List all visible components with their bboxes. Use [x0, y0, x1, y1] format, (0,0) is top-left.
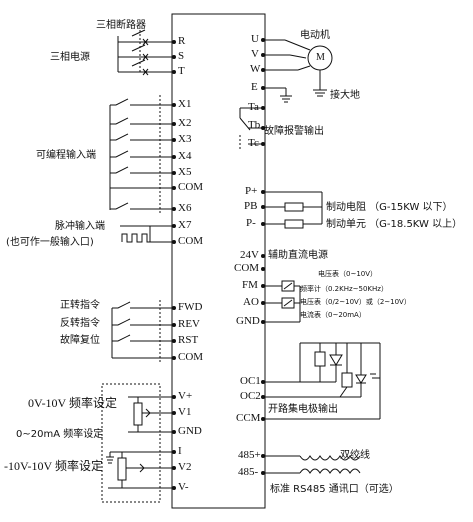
fwd-command-label: 正转指令 — [60, 300, 100, 311]
terminal-vminus: V- — [178, 481, 189, 493]
freqmeter-label: 频率计（0.2KHz~50KHz） — [300, 285, 388, 293]
terminal-pplus: P+ — [245, 185, 258, 197]
analog-input-wiring — [101, 383, 174, 503]
terminal-com-3: COM — [178, 351, 204, 363]
terminal-oc1: OC1 — [240, 375, 261, 387]
terminal-v2: V2 — [178, 461, 192, 473]
fault-relay-wiring — [239, 107, 265, 150]
terminal-ccm: CCM — [236, 412, 261, 424]
terminal-v1: V1 — [178, 406, 192, 418]
inverter-body — [171, 13, 266, 509]
power-label: 三相电源 — [50, 52, 90, 63]
twisted-pair-label: 双绞线 — [340, 450, 370, 461]
pulse-input-label: 脉冲输入端 — [55, 221, 105, 232]
rev-command-label: 反转指令 — [60, 318, 100, 329]
terminal-x2: X2 — [178, 117, 192, 129]
terminal-24v: 24V — [240, 249, 259, 261]
fault-output-label: 故障报警输出 — [264, 126, 324, 137]
breaker-label: 三相断路器 — [96, 20, 146, 31]
terminal-t: T — [178, 65, 185, 77]
pulse-input-note: (也可作一般输入口) — [6, 237, 94, 248]
voltage-setting-label: 0V-10V 频率设定 — [28, 396, 118, 410]
terminal-x1: X1 — [178, 98, 192, 110]
bipolar-setting-label: -10V-10V 频率设定 — [4, 459, 104, 473]
motor-wiring — [263, 39, 333, 103]
terminal-x6: X6 — [178, 202, 192, 214]
brake-wiring — [263, 191, 323, 229]
voltmeter-label: 电压表（0~10V） — [318, 270, 378, 278]
left-terminal-dots — [172, 40, 176, 490]
terminal-w: W — [250, 63, 261, 75]
terminal-u: U — [251, 33, 259, 45]
terminal-e: E — [251, 81, 258, 93]
brake-unit-label: 制动单元 （G-18.5KW 以上） — [326, 219, 463, 230]
open-collector-label: 开路集电极输出 — [268, 404, 338, 415]
terminal-485minus: 485- — [238, 466, 259, 478]
terminal-ta: Ta — [248, 101, 259, 113]
terminal-tb: Tb — [248, 119, 261, 131]
terminal-485plus: 485+ — [238, 449, 261, 461]
terminal-rev: REV — [178, 318, 200, 330]
terminal-x5: X5 — [178, 166, 192, 178]
terminal-s: S — [178, 50, 185, 62]
terminal-rst: RST — [178, 334, 199, 346]
terminal-fwd: FWD — [178, 301, 203, 313]
ammeter-label: 电流表（0~20mA） — [300, 311, 366, 319]
terminal-fm: FM — [242, 279, 258, 291]
terminal-com-r: COM — [234, 262, 260, 274]
terminal-gnd: GND — [178, 425, 202, 437]
terminal-x7: X7 — [178, 219, 192, 231]
right-terminal-dots — [261, 38, 265, 475]
meter-wiring — [263, 280, 301, 323]
voltmeter2-label: 电压表（0/2~10V）或（2~10V） — [300, 298, 411, 306]
brake-resistor-label: 制动电阻 （G-15KW 以下） — [326, 202, 453, 213]
terminal-ao: AO — [243, 296, 259, 308]
terminal-r: R — [178, 35, 186, 47]
terminal-x4: X4 — [178, 150, 192, 162]
programmable-input-wiring — [109, 95, 174, 215]
pulse-input-wiring — [120, 225, 174, 243]
terminal-gnd-r: GND — [236, 315, 260, 327]
terminal-v: V — [251, 48, 259, 60]
terminal-x3: X3 — [178, 133, 192, 145]
terminal-pminus: P- — [246, 217, 256, 229]
terminal-oc2: OC2 — [240, 390, 261, 402]
terminal-i: I — [178, 445, 182, 457]
terminal-vplus: V+ — [178, 390, 193, 402]
current-setting-label: 0~20mA 频率设定 — [16, 429, 104, 440]
terminal-pb: PB — [244, 200, 258, 212]
terminal-com-2: COM — [178, 235, 204, 247]
rs485-port-label: 标准 RS485 通讯口（可选） — [270, 484, 399, 495]
open-collector-wiring — [263, 342, 381, 420]
prog-inputs-label: 可编程输入端 — [36, 150, 96, 161]
motor-label: 电动机 — [300, 30, 330, 41]
terminal-tc: Tc — [248, 137, 259, 149]
aux-power-label: 辅助直流电源 — [268, 250, 328, 261]
ground-label: 接大地 — [330, 90, 360, 101]
run-command-wiring — [111, 300, 174, 362]
motor-symbol-label: M — [316, 52, 325, 63]
terminal-com-1: COM — [178, 181, 204, 193]
reset-command-label: 故障复位 — [60, 335, 100, 346]
rs485-wiring — [263, 455, 361, 474]
three-phase-input-wiring — [117, 29, 174, 76]
